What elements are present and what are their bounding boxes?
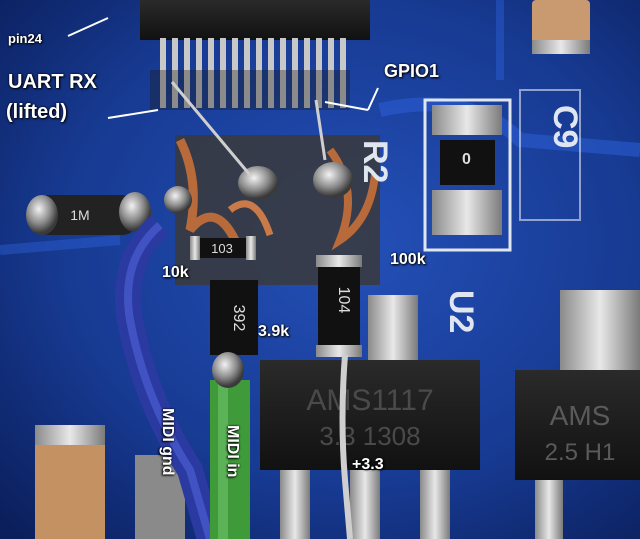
regulator-right [515, 370, 640, 480]
uart-wire [170, 81, 252, 176]
resistor-3-9k [210, 280, 258, 355]
resistor-10k-marking: 103 [211, 241, 233, 256]
plus33-wire [339, 354, 353, 539]
solder-blob [212, 352, 244, 388]
label-3-9k: 3.9k [258, 323, 290, 340]
label-plus-3-3: +3.3 [352, 456, 384, 473]
resistor-zero-outline [423, 98, 512, 252]
regulator-tab-right [560, 290, 640, 370]
midi-in-wire [210, 380, 250, 539]
resistor-zero-pad [432, 105, 502, 135]
resistor-100k [318, 262, 360, 352]
c9-outline [519, 89, 581, 221]
copper-wire [175, 137, 240, 243]
regulator-left [260, 360, 480, 470]
regulator-tab [368, 295, 418, 365]
label-10k: 10k [162, 264, 189, 281]
ic-pins [160, 38, 346, 108]
pcb-trace [0, 235, 121, 255]
melf-resistor [30, 195, 140, 235]
label-100k: 100k [390, 251, 426, 268]
resistor-10k [195, 238, 250, 258]
resistor-100k-marking: 104 [335, 287, 352, 314]
pin24-pointer [67, 17, 109, 37]
ic-chip [140, 0, 370, 40]
label-midi-gnd: MIDI gnd [159, 408, 176, 476]
regulator-right-marking-2: 2.5 H1 [545, 439, 616, 466]
capacitor-bottom [35, 440, 105, 539]
regulator-left-marking-2: 3.3 1308 [319, 421, 420, 451]
solder-blob [164, 186, 192, 214]
copper-wire [227, 200, 274, 237]
label-midi-in: MIDI in [224, 425, 241, 478]
label-pin24: pin24 [8, 31, 42, 46]
regulator-left-marking: AMS1117 [306, 384, 433, 417]
solder-blob [238, 166, 278, 200]
silkscreen-r2: R2 [356, 140, 394, 184]
label-uart-rx: UART RX [8, 71, 97, 93]
gpio-wire [314, 99, 327, 161]
solder-blob [313, 162, 353, 198]
silkscreen-u2: U2 [442, 290, 480, 334]
regulator-right-marking: AMS [550, 400, 611, 431]
resistor-zero-body [440, 140, 495, 185]
uart-pointer [107, 109, 159, 119]
resistor-zero-marking: 0 [462, 151, 471, 168]
melf-marking: 1M [70, 207, 89, 223]
capacitor-top [532, 0, 590, 50]
silkscreen-c9: C9 [546, 105, 584, 149]
resistor-3-9k-marking: 392 [230, 305, 247, 332]
gpio-pointer [367, 87, 379, 111]
gpio-pointer [324, 101, 369, 111]
label-lifted: (lifted) [6, 101, 68, 123]
label-gpio1: GPIO1 [384, 61, 440, 81]
